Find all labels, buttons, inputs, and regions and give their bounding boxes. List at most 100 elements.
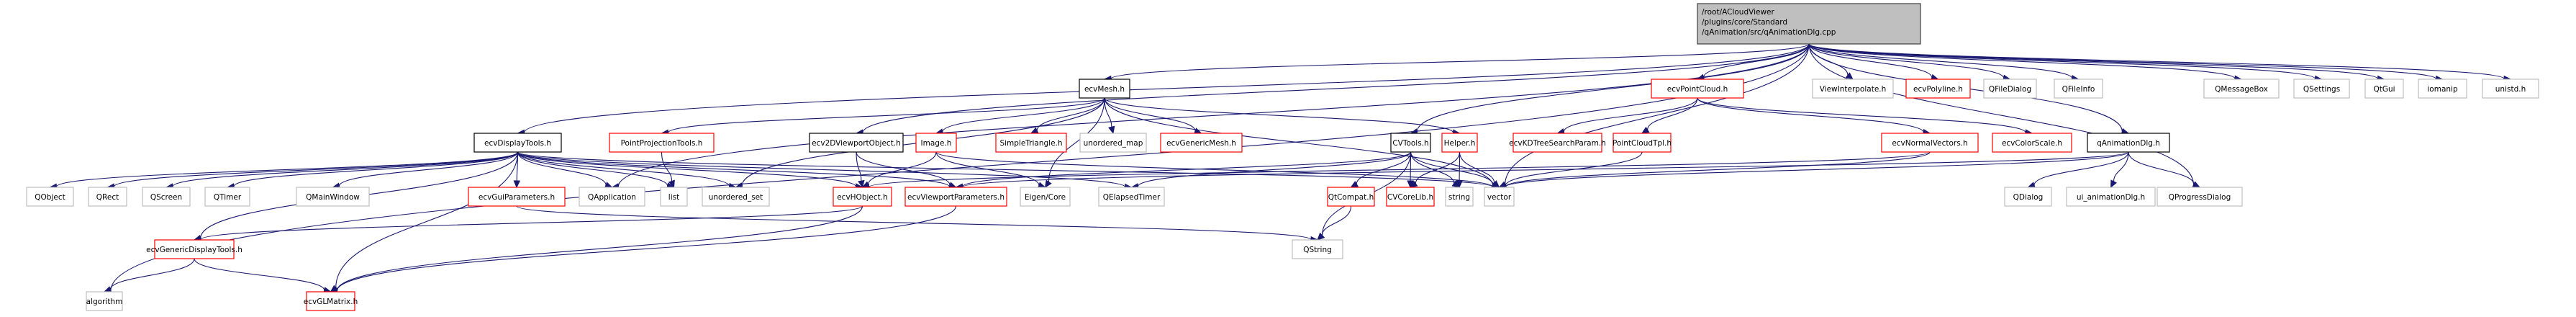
node-label: Image.h xyxy=(921,139,952,148)
edge-helper-to-vector xyxy=(1459,151,1500,188)
node-ecvpointcloud[interactable]: ecvPointCloud.h xyxy=(1651,79,1744,99)
node-box xyxy=(2066,187,2156,207)
node-box xyxy=(660,187,688,207)
node-qanimationdlg[interactable]: qAnimationDlg.h xyxy=(2087,133,2170,153)
node-label: PointProjectionTools.h xyxy=(621,139,703,148)
node-label: PointCloudTpl.h xyxy=(1613,139,1672,148)
node-ecvkdtreesearchparam[interactable]: ecvKDTreeSearchParam.h xyxy=(1509,133,1606,153)
node-ecv2dviewportobject[interactable]: ecv2DViewportObject.h xyxy=(809,133,904,153)
node-box xyxy=(1484,187,1515,207)
edge-ecvmesh-to-simpletriangle xyxy=(1030,97,1105,134)
edge-ecvhobject-to-ecvgenericdisplaytools xyxy=(193,205,863,244)
node-cvcorelib[interactable]: CVCoreLib.h xyxy=(1386,187,1435,207)
node-label: vector xyxy=(1487,193,1512,202)
node-box xyxy=(86,291,123,311)
node-box xyxy=(2157,187,2243,207)
node-label: qAnimationDlg.h xyxy=(2097,139,2160,148)
node-label: QFileInfo xyxy=(2062,85,2095,94)
node-label: ecvMesh.h xyxy=(1084,85,1125,94)
node-box xyxy=(1905,79,1971,99)
node-label: ecvColorScale.h xyxy=(2002,139,2062,148)
edge-qanimationdlg-to-qprogressdialog xyxy=(2128,151,2201,188)
node-label: ecvNormalVectors.h xyxy=(1892,139,1967,148)
node-box xyxy=(1079,133,1147,153)
node-string: string xyxy=(1445,187,1474,207)
node-ecvmesh[interactable]: ecvMesh.h xyxy=(1079,79,1130,99)
node-root[interactable]: /root/ACloudViewer/plugins/core/Standard… xyxy=(1697,3,1921,45)
node-box xyxy=(2482,79,2539,99)
node-ecvgenericdisplaytools[interactable]: ecvGenericDisplayTools.h xyxy=(146,239,242,259)
node-label: QDialog xyxy=(2013,193,2044,202)
node-list: list xyxy=(660,187,688,207)
node-pointcloudtpl[interactable]: PointCloudTpl.h xyxy=(1613,133,1672,153)
node-box xyxy=(1292,239,1343,259)
edge-ecvviewportparameters-to-ecvglmatrix xyxy=(330,205,957,295)
node-label: CVCoreLib.h xyxy=(1387,193,1433,202)
node-box xyxy=(904,187,1007,207)
edge-qanimationdlg-to-ecvviewportparameters xyxy=(955,151,2129,191)
node-helper[interactable]: Helper.h xyxy=(1441,133,1478,153)
node-box xyxy=(296,187,370,207)
node-box xyxy=(1390,133,1431,153)
node-image[interactable]: Image.h xyxy=(915,133,957,153)
node-ecvgenericmesh[interactable]: ecvGenericMesh.h xyxy=(1160,133,1243,153)
node-label: ui_animationDlg.h xyxy=(2077,193,2145,202)
node-label: Eigen/Core xyxy=(1025,193,1066,202)
node-ecvhobject[interactable]: ecvHObject.h xyxy=(833,187,892,207)
node-ecvnormalvectors[interactable]: ecvNormalVectors.h xyxy=(1881,133,1979,153)
edge-ecvgenericdisplaytools-to-algorithm xyxy=(103,258,195,293)
node-box xyxy=(915,133,957,153)
node-box xyxy=(1441,133,1478,153)
node-ecvpolyline[interactable]: ecvPolyline.h xyxy=(1905,79,1971,99)
node-qtgui: QtGui xyxy=(2364,79,2404,99)
node-label: ecvPointCloud.h xyxy=(1667,85,1728,94)
node-label: QString xyxy=(1303,246,1332,254)
node-ui-animationdlg: ui_animationDlg.h xyxy=(2066,187,2156,207)
node-ecvcolorscale[interactable]: ecvColorScale.h xyxy=(1992,133,2072,153)
node-ecvglmatrix[interactable]: ecvGLMatrix.h xyxy=(304,291,358,311)
edge-root-to-qapplication xyxy=(611,43,1810,190)
node-box xyxy=(702,187,770,207)
node-box xyxy=(809,133,904,153)
node-ecvguiparameters[interactable]: ecvGuiParameters.h xyxy=(468,187,566,207)
node-label: QTimer xyxy=(214,193,242,202)
node-label: /qAnimation/src/qAnimationDlg.cpp xyxy=(1702,28,1836,37)
node-pointprojectiontools[interactable]: PointProjectionTools.h xyxy=(609,133,715,153)
node-label: ecvViewportParameters.h xyxy=(907,193,1004,202)
edge-ecvdisplaytools-to-ecvglmatrix xyxy=(330,151,519,293)
node-label: QtGui xyxy=(2373,85,2395,94)
node-box xyxy=(1613,133,1672,153)
node-label: ecvDisplayTools.h xyxy=(484,139,551,148)
node-qfileinfo: QFileInfo xyxy=(2054,79,2103,99)
node-qdialog: QDialog xyxy=(2004,187,2052,207)
edge-ecvdisplaytools-to-qrect xyxy=(106,151,519,190)
node-qrect: QRect xyxy=(88,187,127,207)
node-label: ecvPolyline.h xyxy=(1913,85,1963,94)
node-label: iomanip xyxy=(2427,85,2458,94)
node-label: /plugins/core/Standard xyxy=(1702,18,1787,27)
edge-ecv2dviewportobject-to-ecvviewportparameters xyxy=(856,151,957,189)
node-box xyxy=(473,133,562,153)
graph-nodes: /root/ACloudViewer/plugins/core/Standard… xyxy=(26,3,2539,311)
node-cvtools[interactable]: CVTools.h xyxy=(1390,133,1431,153)
node-qapplication: QApplication xyxy=(579,187,645,207)
node-box xyxy=(2418,79,2467,99)
node-ecvdisplaytools[interactable]: ecvDisplayTools.h xyxy=(473,133,562,153)
edge-qanimationdlg-to-ui-animationdlg xyxy=(2110,151,2129,189)
node-label: ecv2DViewportObject.h xyxy=(812,139,901,148)
node-label: ecvKDTreeSearchParam.h xyxy=(1509,139,1606,148)
edge-ecvdisplaytools-to-vector xyxy=(517,151,1500,191)
node-box xyxy=(1513,133,1602,153)
edge-ecvgenericdisplaytools-to-ecvglmatrix xyxy=(194,258,332,294)
edge-ecvpointcloud-to-ecvcolorscale xyxy=(1697,97,2033,136)
node-box xyxy=(2203,79,2280,99)
node-simpletriangle[interactable]: SimpleTriangle.h xyxy=(995,133,1067,153)
node-label: string xyxy=(1448,193,1470,202)
node-box xyxy=(609,133,715,153)
node-label: ecvGenericMesh.h xyxy=(1166,139,1236,148)
node-label: unordered_map xyxy=(1084,139,1143,148)
node-qscreen: QScreen xyxy=(142,187,191,207)
node-ecvviewportparameters[interactable]: ecvViewportParameters.h xyxy=(904,187,1007,207)
edge-ecvdisplaytools-to-ecvguiparameters xyxy=(513,151,521,189)
node-qtcompat[interactable]: QtCompat.h xyxy=(1327,187,1375,207)
